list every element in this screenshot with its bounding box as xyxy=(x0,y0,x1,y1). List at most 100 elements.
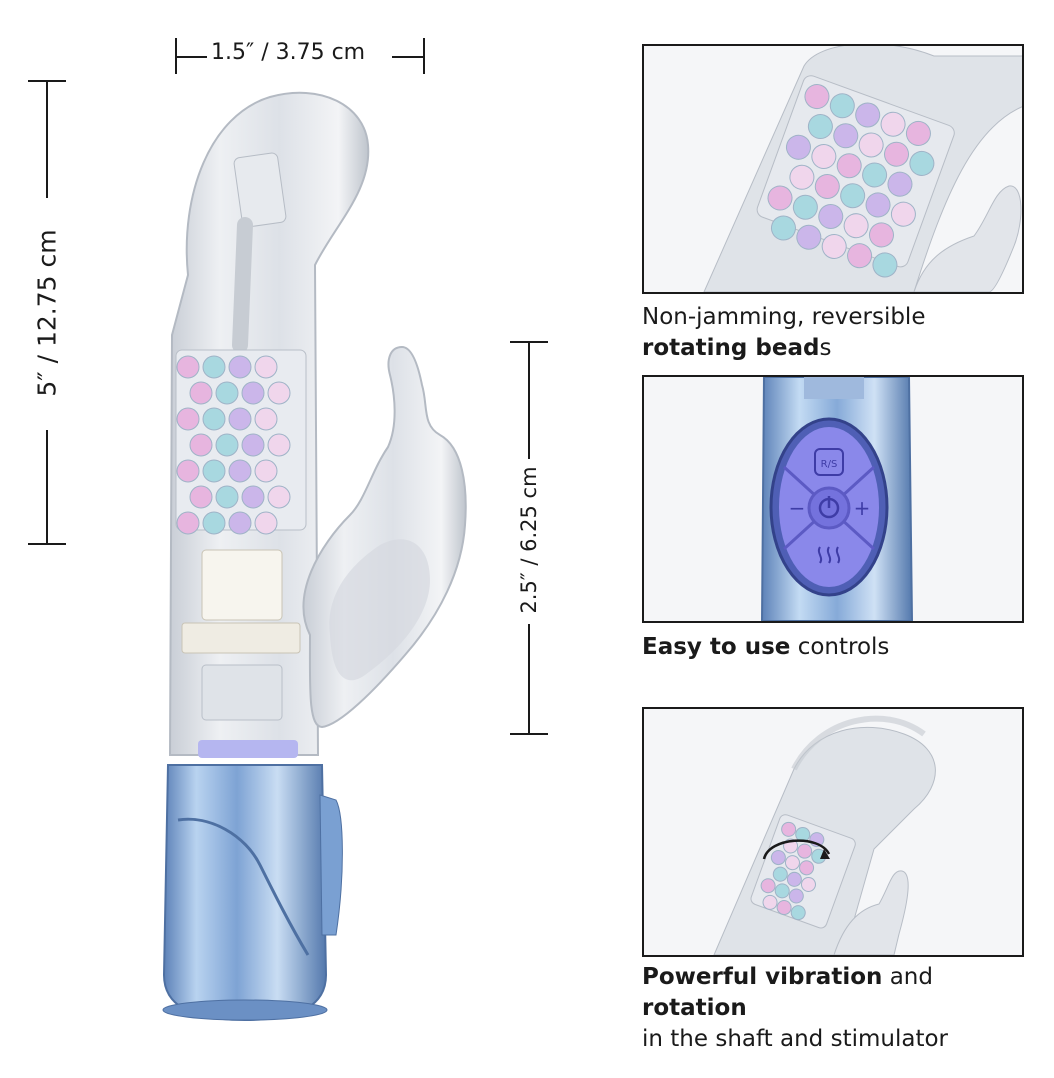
rotation-caption: Powerful vibration and rotation in the s… xyxy=(642,962,1042,1055)
width-dim-right-line xyxy=(392,56,425,58)
bead xyxy=(799,860,815,876)
bead xyxy=(176,407,200,431)
minus-button-label: − xyxy=(789,496,806,520)
stim-dim-top-line xyxy=(528,341,530,459)
bead xyxy=(254,511,278,535)
bead xyxy=(215,485,239,509)
bead xyxy=(228,355,252,379)
bead xyxy=(215,381,239,405)
bead xyxy=(772,866,788,882)
bead xyxy=(887,171,913,197)
bead xyxy=(202,459,226,483)
bead xyxy=(228,407,252,431)
bead xyxy=(792,194,818,220)
bead xyxy=(855,102,881,128)
bead xyxy=(786,871,802,887)
bead xyxy=(767,185,793,211)
rotation-caption-and: and xyxy=(882,964,933,990)
purple-ring xyxy=(198,740,298,758)
stim-dim-bottom-tick xyxy=(510,733,548,735)
bead xyxy=(785,134,811,160)
bead xyxy=(254,355,278,379)
length-dim-bottom-tick xyxy=(28,543,66,545)
rabbit-stimulator xyxy=(302,345,467,729)
rotation-caption-bold-a: Powerful vibration xyxy=(642,964,883,990)
bead xyxy=(202,407,226,431)
length-dimension-label: 5″ / 12.75 cm xyxy=(32,229,62,397)
bead xyxy=(909,150,935,176)
stimulator-dimension-label: 2.5″ / 6.25 cm xyxy=(517,466,541,614)
bead xyxy=(241,433,265,457)
inner-tube xyxy=(232,217,253,353)
rotation-closeup-image xyxy=(644,709,1022,955)
bead xyxy=(781,821,797,837)
width-dim-right-tick xyxy=(423,38,425,74)
bead xyxy=(818,203,844,229)
bead xyxy=(189,433,213,457)
controls-closeup-image: R/S − + xyxy=(644,377,1022,621)
beads-closeup-panel xyxy=(642,44,1024,294)
bead xyxy=(176,511,200,535)
bead xyxy=(189,485,213,509)
insert-ring xyxy=(181,622,301,654)
inner-motor xyxy=(233,152,287,228)
bead xyxy=(254,407,278,431)
bead xyxy=(267,381,291,405)
bead xyxy=(862,162,888,188)
rotation-caption-bold-b: rotation xyxy=(642,995,747,1021)
length-dim-bottom-line xyxy=(46,430,48,544)
bead xyxy=(836,153,862,179)
bead xyxy=(790,905,806,921)
length-dim-top-line xyxy=(46,80,48,198)
bead xyxy=(843,213,869,239)
bead xyxy=(228,459,252,483)
controls-caption: Easy to use controls xyxy=(642,632,1042,663)
beads-caption: Non-jamming, reversible rotating beads xyxy=(642,302,1042,364)
beads-closeup-image xyxy=(644,46,1022,292)
bead xyxy=(811,144,837,170)
bead xyxy=(821,233,847,259)
bead xyxy=(241,485,265,509)
bead xyxy=(814,174,840,200)
bead xyxy=(796,224,822,250)
base-cap xyxy=(162,999,328,1021)
bead xyxy=(797,843,813,859)
bead xyxy=(884,141,910,167)
bead xyxy=(833,123,859,149)
product-illustration xyxy=(162,91,467,1022)
base-control-bulge xyxy=(319,794,343,936)
bead xyxy=(905,120,931,146)
bead xyxy=(847,243,873,269)
bead xyxy=(868,222,894,248)
beads-caption-bold: rotating bead xyxy=(642,335,820,361)
bead xyxy=(770,850,786,866)
bead xyxy=(202,511,226,535)
width-dimension-label: 1.5″ / 3.75 cm xyxy=(211,40,366,65)
bead xyxy=(774,883,790,899)
vibration-icon xyxy=(817,546,841,564)
bead xyxy=(228,511,252,535)
bead xyxy=(215,433,239,457)
bead xyxy=(865,192,891,218)
bead xyxy=(789,164,815,190)
rabbit-inner xyxy=(329,539,430,681)
reverse-button-label: R/S xyxy=(821,459,838,470)
stim-dim-bottom-line xyxy=(528,624,530,734)
bead xyxy=(202,355,226,379)
rotation-caption-line2: in the shaft and stimulator xyxy=(642,1026,948,1052)
bead xyxy=(254,459,278,483)
bead xyxy=(267,485,291,509)
bead xyxy=(267,433,291,457)
bead xyxy=(760,878,776,894)
bead xyxy=(189,381,213,405)
lower-motor xyxy=(201,664,283,721)
bead xyxy=(762,894,778,910)
beads xyxy=(176,355,291,535)
bead xyxy=(890,201,916,227)
bead xyxy=(176,355,200,379)
rotation-closeup-panel xyxy=(642,707,1024,957)
controls-closeup-panel: R/S − + xyxy=(642,375,1024,623)
base-contour xyxy=(177,817,310,956)
bead xyxy=(784,855,800,871)
bead xyxy=(880,111,906,137)
